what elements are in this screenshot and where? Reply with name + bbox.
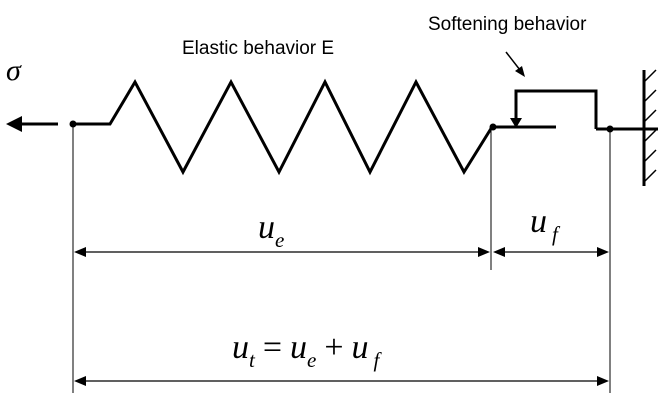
elastic-spring [73,78,494,176]
softening-behavior-label: Softening behavior [428,14,587,35]
softening-end-node [606,125,614,133]
ut-dimension-line [74,376,609,386]
uf-dimension-line [493,247,609,257]
elastic-behavior-label: Elastic behavior E [182,38,334,59]
softening-pointer-arrow [505,51,525,77]
applied-force-arrow [6,116,58,132]
extension-lines [72,127,611,393]
softening-element [493,89,658,131]
ue-label: ue [258,209,284,252]
fixed-wall [642,69,657,186]
ue-dimension-line [74,247,490,257]
stress-symbol: σ [6,54,22,87]
